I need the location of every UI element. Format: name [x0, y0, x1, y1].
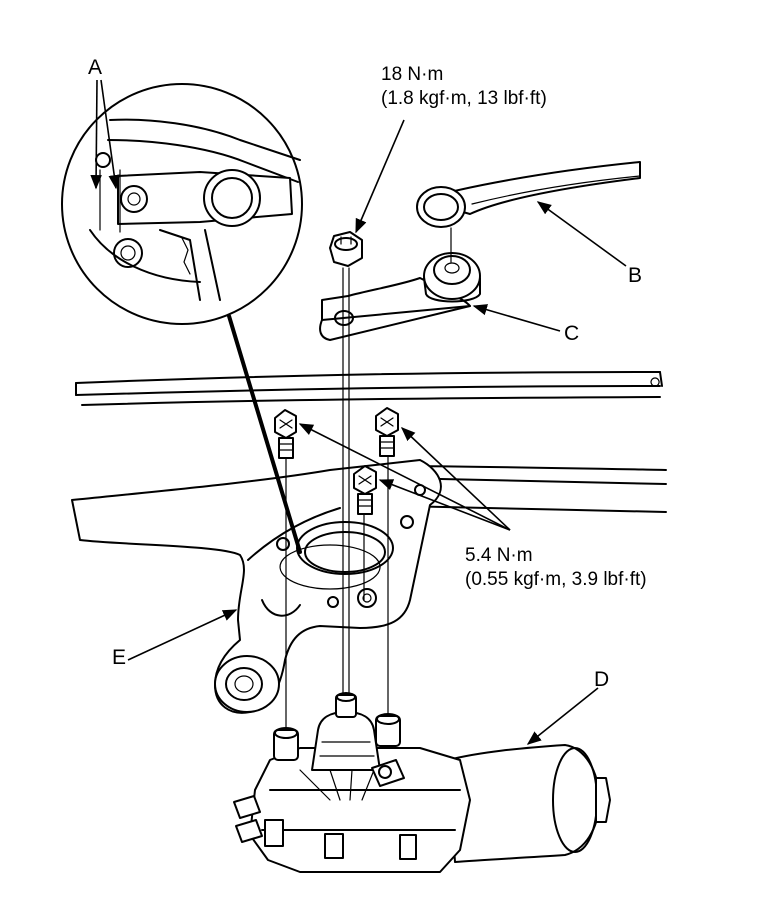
linkage-nut: [329, 231, 363, 267]
label-a: A: [88, 56, 103, 79]
leader-lines: [90, 79, 627, 745]
label-b: B: [628, 264, 643, 287]
torque-bolts-callout: 5.4 N·m (0.55 kgf·m, 3.9 lbf·ft): [465, 544, 647, 592]
label-d: D: [594, 668, 610, 691]
torque-nut-value: 18 N·m: [381, 64, 444, 85]
linkage-rod-b: [416, 161, 641, 228]
torque-nut-conversion: (1.8 kgf·m, 13 lbf·ft): [381, 88, 547, 109]
assembly-guide-lines: [285, 227, 452, 736]
label-e: E: [112, 646, 127, 669]
label-c: C: [564, 322, 580, 345]
link-c: [319, 252, 481, 341]
wiper-motor-d: [233, 692, 611, 873]
torque-nut-callout: 18 N·m (1.8 kgf·m, 13 lbf·ft): [381, 63, 547, 111]
mounting-bolt-right: [375, 407, 399, 457]
bracket-e: [71, 459, 442, 714]
mounting-bolt-left: [274, 409, 297, 459]
mounting-bolt-center: [353, 465, 377, 515]
detail-inset-a: [61, 83, 303, 325]
torque-bolts-value: 5.4 N·m: [465, 545, 533, 566]
torque-bolts-conversion: (0.55 kgf·m, 3.9 lbf·ft): [465, 569, 647, 590]
